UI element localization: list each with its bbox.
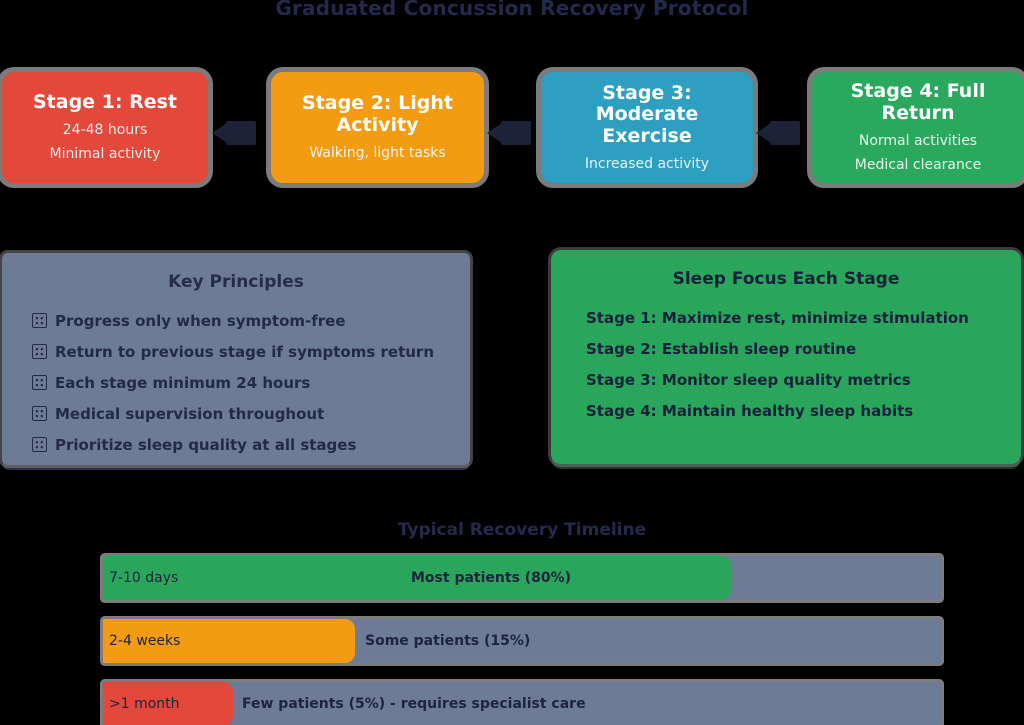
missing-glyph-box-icon [32, 344, 47, 359]
stage-card-title: Stage 2: Light Activity [302, 92, 453, 137]
timeline-value-label: Most patients (80%) [411, 570, 572, 586]
stage-card-4-full-return: Stage 4: Full Return Normal activities M… [812, 72, 1024, 183]
timeline-title: Typical Recovery Timeline [397, 520, 647, 540]
list-item-text: Prioritize sleep quality at all stages [55, 436, 357, 454]
list-item: Prioritize sleep quality at all stages [32, 434, 470, 465]
missing-glyph-box-icon [32, 313, 47, 328]
timeline-duration-label: 7-10 days [109, 570, 179, 586]
timeline-row: 2-4 weeks Some patients (15%) [103, 619, 941, 663]
stage-card-title: Stage 4: Full Return [850, 80, 986, 125]
stage-card-detail: Minimal activity [49, 146, 161, 163]
stage-card-detail: Walking, light tasks [309, 145, 446, 162]
page-title: Graduated Concussion Recovery Protocol [275, 0, 749, 20]
arrow-head [212, 123, 227, 143]
key-principles-title: Key Principles [168, 272, 304, 292]
list-item-text: Medical supervision throughout [55, 405, 325, 423]
timeline-duration-label: >1 month [109, 696, 180, 712]
timeline-value-label: Few patients (5%) - requires specialist … [242, 696, 586, 712]
stage-card-detail: Increased activity [584, 156, 710, 173]
key-principles-list: Progress only when symptom-free Return t… [2, 310, 470, 465]
arrow-shaft [501, 121, 531, 145]
list-item-text: Each stage minimum 24 hours [55, 374, 311, 392]
list-item-text: Stage 3: Monitor sleep quality metrics [586, 371, 911, 389]
timeline-row: 7-10 days Most patients (80%) [103, 556, 941, 600]
missing-glyph-box-icon [32, 375, 47, 390]
arrow-shaft [770, 121, 800, 145]
list-item-text: Return to previous stage if symptoms ret… [55, 343, 434, 361]
list-item-text: Stage 1: Maximize rest, minimize stimula… [586, 309, 969, 327]
stage-card-1-rest: Stage 1: Rest 24-48 hours Minimal activi… [2, 72, 208, 183]
left-arrow-icon [756, 117, 804, 149]
list-item: Stage 4: Maintain healthy sleep habits [586, 400, 1021, 431]
list-item: Return to previous stage if symptoms ret… [32, 341, 470, 372]
list-item: Stage 2: Establish sleep routine [586, 338, 1021, 369]
list-item: Stage 3: Monitor sleep quality metrics [586, 369, 1021, 400]
list-item-text: Stage 4: Maintain healthy sleep habits [586, 402, 914, 420]
stage-card-detail: 24-48 hours [62, 122, 148, 139]
arrow-head [487, 123, 502, 143]
arrow-shaft [226, 121, 256, 145]
list-item: Stage 1: Maximize rest, minimize stimula… [586, 307, 1021, 338]
stage-card-detail: Medical clearance [854, 157, 982, 174]
key-principles-panel: Key Principles Progress only when sympto… [2, 253, 470, 465]
timeline-bar [103, 682, 233, 725]
stage-card-3-moderate-exercise: Stage 3: Moderate Exercise Increased act… [541, 72, 753, 183]
list-item: Each stage minimum 24 hours [32, 372, 470, 403]
timeline-row: >1 month Few patients (5%) - requires sp… [103, 682, 941, 725]
list-item: Medical supervision throughout [32, 403, 470, 434]
list-item-text: Stage 2: Establish sleep routine [586, 340, 857, 358]
sleep-focus-panel: Sleep Focus Each Stage Stage 1: Maximize… [551, 250, 1021, 464]
left-arrow-icon [212, 117, 260, 149]
sleep-focus-list: Stage 1: Maximize rest, minimize stimula… [551, 307, 1021, 431]
timeline-bar [103, 556, 731, 600]
timeline-bar [103, 619, 355, 663]
stage-card-detail: Normal activities [858, 132, 978, 149]
list-item: Progress only when symptom-free [32, 310, 470, 341]
stage-card-title: Stage 3: Moderate Exercise [595, 81, 699, 148]
missing-glyph-box-icon [32, 406, 47, 421]
left-arrow-icon [487, 117, 535, 149]
stage-card-2-light-activity: Stage 2: Light Activity Walking, light t… [271, 72, 484, 183]
timeline-value-label: Some patients (15%) [365, 633, 531, 649]
stage-card-title: Stage 1: Rest [32, 91, 178, 114]
arrow-head [756, 123, 771, 143]
missing-glyph-box-icon [32, 437, 47, 452]
sleep-focus-title: Sleep Focus Each Stage [672, 269, 900, 289]
list-item-text: Progress only when symptom-free [55, 312, 346, 330]
timeline-duration-label: 2-4 weeks [109, 633, 181, 649]
